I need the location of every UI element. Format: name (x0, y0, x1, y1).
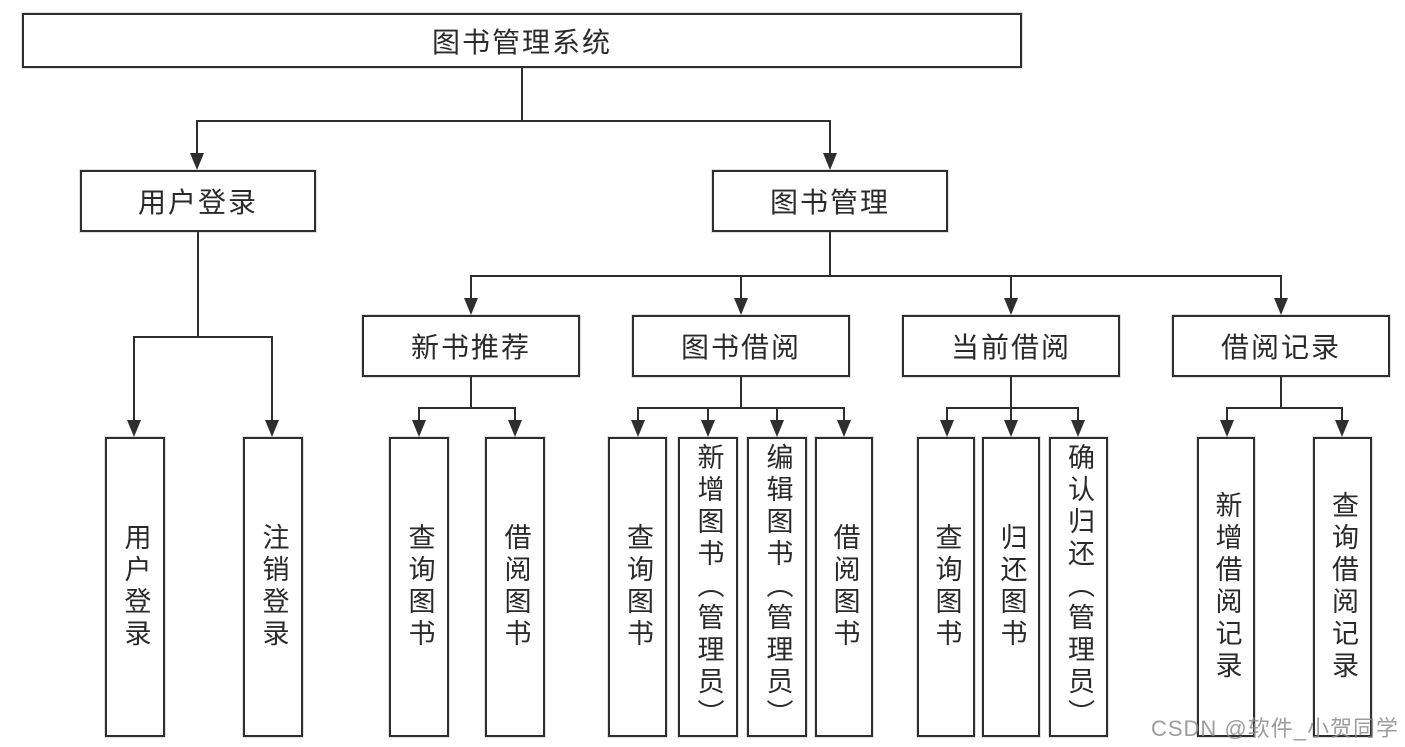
node-label: 图书借阅 (680, 332, 801, 363)
arrowhead-nb-query (412, 420, 426, 437)
arrowhead-new-books (464, 298, 478, 315)
leaf-bb-edit-books-admin: 编辑图书（管理员） (747, 437, 807, 737)
leaf-nb-borrow-books: 借阅图书 (485, 437, 545, 737)
leaf-logout: 注销登录 (243, 437, 303, 737)
connector-drop-new-books (470, 275, 472, 298)
connector-drop-book-mgmt (829, 120, 831, 153)
node-label: 确认归还（管理员） (1064, 443, 1094, 731)
leaf-br-add-record: 新增借阅记录 (1197, 437, 1255, 737)
node-label: 图书管理系统 (431, 26, 612, 58)
connector-current-stem (1010, 377, 1012, 407)
connector-bookmgmt-hline (470, 275, 1282, 277)
arrowhead-cb-confirm (1071, 420, 1085, 437)
arrowhead-leaf-logout (265, 420, 279, 437)
leaf-user-login: 用户登录 (105, 437, 165, 737)
leaf-br-query-record: 查询借阅记录 (1313, 437, 1372, 737)
node-label: 查询图书 (931, 523, 962, 651)
leaf-cb-return-books: 归还图书 (982, 437, 1040, 737)
node-label: 查询图书 (623, 523, 653, 651)
arrowhead-nb-borrow (508, 420, 522, 437)
connector-drop-bb-query (637, 407, 639, 420)
arrowhead-br-add (1220, 420, 1234, 437)
connector-drop-nb-borrow (514, 407, 516, 420)
node-label: 查询图书 (404, 523, 435, 651)
arrowhead-leaf-login (127, 420, 141, 437)
arrowhead-bb-borrow (837, 420, 851, 437)
leaf-bb-borrow-books: 借阅图书 (815, 437, 873, 737)
csdn-watermark: CSDN @软件_小贺同学 (1150, 716, 1399, 741)
leaf-cb-query-books: 查询图书 (917, 437, 975, 737)
connector-drop-book-borrow (740, 275, 742, 298)
connector-drop-leaf-logout (271, 336, 273, 420)
connector-newbooks-stem (470, 377, 472, 407)
node-label: 当前借阅 (950, 332, 1071, 363)
connector-borrowing-hline (637, 407, 845, 409)
leaf-nb-query-books: 查询图书 (389, 437, 449, 737)
arrowhead-bb-edit (770, 420, 784, 437)
node-label: 借阅记录 (1220, 332, 1341, 363)
arrowhead-book-borrow (734, 298, 748, 315)
connector-userlogin-hline (133, 336, 273, 338)
connector-root-stem (521, 68, 523, 120)
node-new-book-recommend: 新书推荐 (362, 315, 580, 377)
arrowhead-br-query (1335, 420, 1349, 437)
node-label: 借阅图书 (829, 523, 860, 651)
connector-drop-bb-add (707, 407, 709, 420)
leaf-cb-confirm-return-admin: 确认归还（管理员） (1049, 437, 1108, 737)
node-current-borrowing: 当前借阅 (902, 315, 1120, 377)
arrowhead-cb-return (1004, 420, 1018, 437)
connector-drop-br-query (1341, 407, 1343, 420)
node-user-login-branch: 用户登录 (80, 170, 316, 232)
arrowhead-current-borrow (1004, 298, 1018, 315)
node-label: 新增借阅记录 (1211, 491, 1242, 683)
arrowhead-cb-query (940, 420, 954, 437)
connector-bookmgmt-stem (829, 232, 831, 275)
connector-drop-nb-query (418, 407, 420, 420)
connector-drop-cb-confirm (1077, 407, 1079, 420)
leaf-bb-query-books: 查询图书 (608, 437, 667, 737)
node-label: 用户登录 (137, 187, 258, 218)
connector-borrowing-stem (740, 377, 742, 407)
arrowhead-bb-add (701, 420, 715, 437)
node-label: 查询借阅记录 (1328, 491, 1358, 683)
node-label: 用户登录 (120, 523, 151, 651)
connector-drop-cb-return (1010, 407, 1012, 420)
connector-drop-user-login (196, 120, 198, 153)
node-label: 借阅图书 (500, 523, 531, 651)
connector-records-hline (1226, 407, 1343, 409)
connector-drop-bb-borrow (843, 407, 845, 420)
arrowhead-book-mgmt (823, 153, 837, 170)
connector-drop-current-borrow (1010, 275, 1012, 298)
connector-drop-br-add (1226, 407, 1228, 420)
node-book-borrowing: 图书借阅 (632, 315, 850, 377)
node-label: 注销登录 (258, 523, 289, 651)
connector-drop-borrow-records (1280, 275, 1282, 298)
connector-newbooks-hline (418, 407, 516, 409)
arrowhead-borrow-records (1274, 298, 1288, 315)
node-label: 编辑图书（管理员） (762, 443, 793, 731)
node-borrowing-records: 借阅记录 (1172, 315, 1390, 377)
connector-drop-leaf-login (133, 336, 135, 420)
connector-current-hline (946, 407, 1079, 409)
node-root-library-system: 图书管理系统 (22, 13, 1022, 68)
node-label: 新书推荐 (410, 332, 531, 363)
connector-root-hline (196, 120, 831, 122)
node-book-management-branch: 图书管理 (712, 170, 948, 232)
connector-userlogin-stem (197, 232, 199, 336)
leaf-bb-add-books-admin: 新增图书（管理员） (678, 437, 738, 737)
connector-records-stem (1280, 377, 1282, 407)
node-label: 归还图书 (996, 523, 1027, 651)
node-label: 图书管理 (769, 187, 890, 218)
connector-drop-cb-query (946, 407, 948, 420)
arrowhead-bb-query (631, 420, 645, 437)
connector-drop-bb-edit (776, 407, 778, 420)
arrowhead-user-login (190, 153, 204, 170)
node-label: 新增图书（管理员） (693, 443, 724, 731)
